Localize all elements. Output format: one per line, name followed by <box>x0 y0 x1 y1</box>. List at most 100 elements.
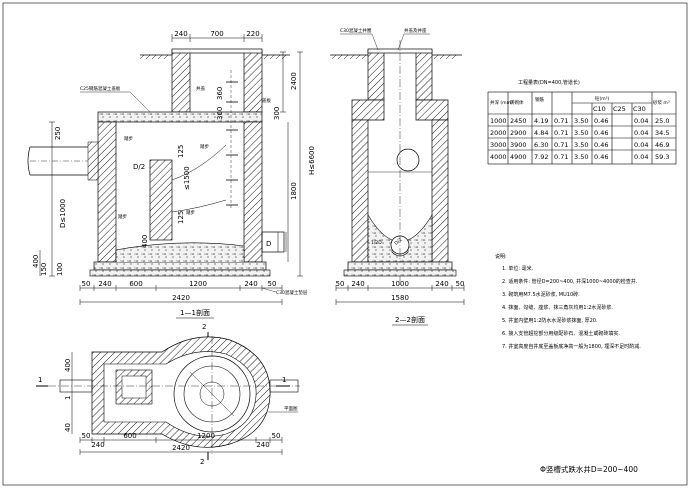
section1-top-dims <box>171 34 263 42</box>
section2-bottom-dim-5: 50 <box>456 280 465 288</box>
section1-inner-slope-2 <box>171 199 227 213</box>
plan-section-mark-2-top: 2 <box>202 323 206 331</box>
section1-label-d: D <box>266 240 271 248</box>
section1-bottom-dim-3: 600 <box>129 280 142 288</box>
table-cell: 2000 <box>490 129 507 137</box>
section2-bottom-channel <box>367 213 433 263</box>
table-cell: 4.19 <box>534 117 548 125</box>
section1-manhole-cover <box>171 48 263 54</box>
table-cell: 0.71 <box>554 153 568 161</box>
table-cell: 0.71 <box>554 117 568 125</box>
section1-note-steps-4: 踏步 <box>118 213 127 220</box>
section2-neck-wall-left <box>367 49 385 101</box>
table-header-depth: 井深 (mm) <box>490 99 513 106</box>
notes-item: 6. 接入支管超挖部分用级配砂石、混凝土或砌砖填实. <box>502 330 620 337</box>
section2-wall-left <box>351 119 369 263</box>
table-cell: 3.50 <box>574 117 588 125</box>
table-header-concrete: 砼(m³) <box>595 95 609 102</box>
section1-top-dim-2: 700 <box>210 30 223 38</box>
plan-bottom-dim-3: 600 <box>123 432 136 440</box>
plan-left-dim-400: 400 <box>64 359 72 372</box>
section2-cover-slab-right <box>415 99 449 121</box>
quantity-table: 工程量表(DN=400,管道长) 井深 (mm) 砖砌体 钢筋 砼(m³) C1… <box>487 79 677 165</box>
table-header-c25: C25 <box>613 105 626 113</box>
section2-bottom-dim-4: 240 <box>435 280 448 288</box>
table-header-mortar: 砂浆 m³ <box>653 99 670 106</box>
section2-cushion <box>343 269 457 277</box>
table-cell: 3.50 <box>574 141 588 149</box>
table-cell: 59.3 <box>655 153 669 161</box>
table-row: 3000 3900 6.30 0.71 3.50 0.46 0.04 46.9 <box>490 141 669 149</box>
plan-bottom-dim-6: 50 <box>272 432 281 440</box>
section1-note-slab: 盖板 <box>262 97 271 104</box>
section2-label-d2: D/2 <box>393 237 403 247</box>
section1-bottom-dim-5: 240 <box>244 280 257 288</box>
section2-total-dim: 1580 <box>391 294 409 302</box>
drawing-title: Φ竖槽式跌水井D=200~400 <box>540 464 638 474</box>
section2-neck-wall-right <box>415 49 433 101</box>
section1-label-400: 400 <box>141 235 149 248</box>
section1-label-1500: ≤1500 <box>183 166 191 190</box>
section1-bottom-dim-4: 1200 <box>189 280 207 288</box>
section1-steps <box>226 70 238 210</box>
notes-heading: 说明: <box>495 253 507 260</box>
table-cell: 7.92 <box>534 153 548 161</box>
section2-wall-right <box>431 119 449 263</box>
section1-outflow-pipe <box>261 231 285 253</box>
table-cell: 4.84 <box>534 129 548 137</box>
table-cell: 3.50 <box>574 153 588 161</box>
table-row: 2000 2900 4.84 0.71 3.50 0.46 0.04 34.5 <box>490 129 669 137</box>
plan-bottom-dim-5: 240 <box>256 441 269 449</box>
section2-bottom-dim-lines <box>335 285 465 305</box>
section1-label-360a: 360 <box>216 87 224 100</box>
table-cell: 0.04 <box>634 153 648 161</box>
section1-left-dim-100: 100 <box>56 263 64 276</box>
table-cell: 0.04 <box>634 129 648 137</box>
table-header-rebar: 钢筋 <box>535 96 544 103</box>
section1-note-steps: 踏步 <box>200 143 209 150</box>
notes-item: 5. 井室内壁用1:2防水水泥砂浆抹面, 厚20. <box>502 317 598 324</box>
section2-title: 2—2剖面 <box>395 315 425 324</box>
plan-bottom-dim-4: 1200 <box>197 432 215 440</box>
section1-label-125b: 125 <box>177 211 185 224</box>
notes-block: 说明: 1. 单位: 毫米. 2. 适用条件: 管径D=200~400, 井深1… <box>495 253 641 350</box>
section1-channel <box>115 242 245 262</box>
plan-bottom-dim-lines <box>79 437 283 455</box>
section1-note-steps-3: 踏步 <box>186 209 195 216</box>
table-cell: 0.71 <box>554 129 568 137</box>
section-2-2: D/2 1/2D C30混凝土井圈 井盖及井座 50 240 1000 240 … <box>330 27 465 326</box>
table-header-c10: C10 <box>593 105 606 113</box>
table-header-brick: 砖砌体 <box>510 99 524 106</box>
section1-right-dim-lines <box>280 51 303 277</box>
section1-base-slab <box>93 261 267 271</box>
section1-ground-hatch <box>139 54 287 60</box>
section1-bottom-dim-2: 240 <box>98 280 111 288</box>
section1-note-cover-slab: C25钢筋混凝土盖板 <box>80 85 121 92</box>
section1-top-dim-1: 240 <box>174 30 187 38</box>
plan-total-dim: 2420 <box>172 444 190 452</box>
table-cell: 2900 <box>510 129 527 137</box>
section-1-1: 240 700 220 <box>27 30 316 319</box>
plan-bottom-dim-1: 50 <box>82 432 91 440</box>
table-cell: 34.5 <box>655 129 669 137</box>
table-caption: 工程量表(DN=400,管道长) <box>518 79 580 86</box>
plan-section-mark-1-left: 1 <box>38 376 42 384</box>
section1-label-125a: 125 <box>177 145 185 158</box>
table-cell: 0.04 <box>634 117 648 125</box>
section2-note-ring: C30混凝土井圈 <box>340 27 372 34</box>
table-cell: 0.46 <box>594 129 608 137</box>
section1-label-360b: 360 <box>216 107 224 120</box>
section2-leader-1b <box>371 33 379 51</box>
notes-item: 7. 井室高度自井底至盖板底净高一般为1800, 埋深不足时酌减. <box>502 343 641 350</box>
section1-note-cover: 井盖 <box>196 85 205 92</box>
section2-leader-2b <box>397 33 405 51</box>
section1-neck-wall-right <box>243 49 263 113</box>
section1-top-dim-3: 220 <box>246 30 259 38</box>
table-row: 4000 4900 7.92 0.71 3.50 0.46 0.04 59.3 <box>490 153 669 161</box>
table-cell: 0.04 <box>634 141 648 149</box>
section2-label-half-d: 1/2D <box>371 240 382 246</box>
notes-item: 1. 单位: 毫米. <box>502 265 534 272</box>
plan-view: 2 2 1 1 400 1 40 <box>36 323 300 466</box>
